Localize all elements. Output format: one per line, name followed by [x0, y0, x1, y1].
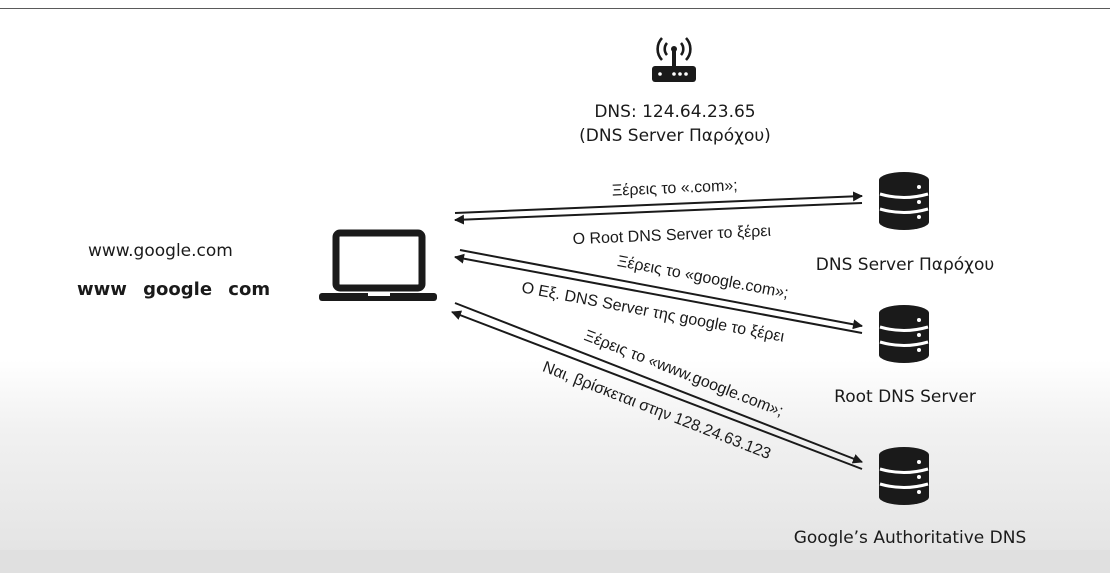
database-icon: [879, 305, 929, 363]
client-url: www.google.com: [88, 241, 233, 261]
message-reply-root: Ο Root DNS Server το ξέρει: [572, 223, 771, 248]
arrow-query-com: [454, 191, 863, 214]
client-url-split: www google com: [77, 279, 271, 300]
laptop-icon: [319, 229, 437, 301]
server-label-isp: DNS Server Παρόχου: [815, 255, 995, 275]
server-label-root: Root DNS Server: [834, 387, 976, 407]
arrow-reply-ext: [454, 253, 863, 334]
top-divider: [0, 8, 1110, 9]
isp-dns-caption: (DNS Server Παρόχου): [579, 126, 771, 146]
server-label-authoritative: Google’s Authoritative DNS: [793, 528, 1027, 548]
router-icon: [652, 37, 696, 82]
arrow-query-www: [454, 302, 863, 464]
message-query-com: Ξέρεις το «.com»;: [612, 177, 738, 199]
arrow-reply-root: [454, 202, 863, 225]
message-reply-ip: Ναι, βρίσκεται στην 128.24.63.123: [540, 359, 773, 463]
arrow-query-google: [459, 249, 863, 330]
isp-dns-address: DNS: 124.64.23.65: [594, 102, 756, 122]
message-query-google: Ξέρεις το «google.com»;: [616, 253, 790, 302]
bottom-band: [0, 550, 1110, 573]
database-icon: [879, 447, 929, 505]
arrow-reply-ip: [451, 310, 863, 470]
database-icon: [879, 172, 929, 230]
